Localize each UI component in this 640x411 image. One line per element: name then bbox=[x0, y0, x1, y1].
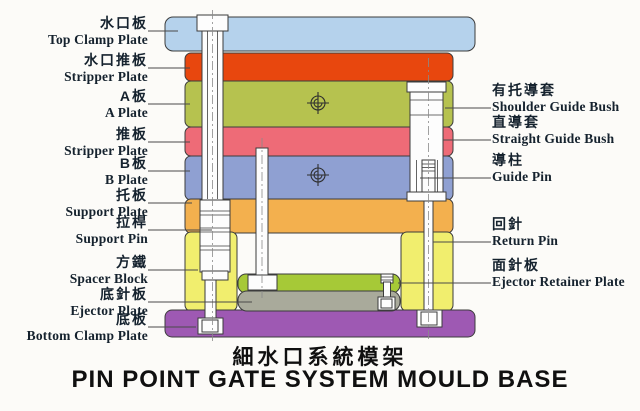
label-zh: A板 bbox=[119, 88, 148, 104]
label-zh: 拉桿 bbox=[116, 214, 148, 230]
label-a-plate: A板 A Plate bbox=[105, 88, 148, 121]
label-spacer-block: 方鐵 Spacer Block bbox=[70, 254, 148, 287]
retainer-screw bbox=[377, 273, 396, 311]
label-ejector-plate: 底針板 Ejector Plate bbox=[70, 286, 148, 319]
label-zh: 面針板 bbox=[492, 257, 540, 273]
diagram-title-zh: 細水口系統模架 bbox=[232, 346, 408, 369]
ejector-plate-shape bbox=[237, 290, 401, 312]
support-pin-assembly bbox=[196, 10, 231, 341]
label-en: A Plate bbox=[104, 105, 148, 120]
label-en: Spacer Block bbox=[69, 271, 148, 286]
label-b-plate: B板 B Plate bbox=[105, 155, 148, 188]
label-return-pin: 回針 Return Pin bbox=[492, 216, 558, 249]
label-en: Bottom Clamp Plate bbox=[26, 328, 148, 343]
label-straight-guide-bush: 直導套 Straight Guide Bush bbox=[492, 114, 614, 147]
label-zh: 有托導套 bbox=[492, 82, 556, 98]
label-zh: 水口板 bbox=[100, 15, 148, 31]
top-clamp-plate-shape bbox=[164, 16, 476, 52]
leader-lines-right bbox=[398, 107, 491, 284]
label-support-plate: 托板 Support Plate bbox=[66, 187, 148, 220]
label-en: Stripper Plate bbox=[64, 143, 148, 158]
label-guide-pin: 導柱 Guide Pin bbox=[492, 152, 552, 185]
label-shoulder-guide-bush: 有托導套 Shoulder Guide Bush bbox=[492, 82, 619, 115]
label-zh: 底板 bbox=[116, 311, 148, 327]
leader-lines-left bbox=[148, 30, 252, 328]
label-en: Ejector Retainer Plate bbox=[492, 274, 625, 289]
label-ejector-retainer-plate: 面針板 Ejector Retainer Plate bbox=[492, 257, 625, 290]
label-en: Support Pin bbox=[75, 231, 148, 246]
label-en: Straight Guide Bush bbox=[492, 131, 615, 146]
support-plate-shape bbox=[184, 198, 454, 234]
hole-symbol-a-plate bbox=[307, 92, 329, 114]
label-zh: 底針板 bbox=[100, 286, 148, 302]
label-zh: B板 bbox=[119, 155, 148, 171]
label-zh: 水口推板 bbox=[84, 52, 148, 68]
ejector-rod bbox=[247, 138, 278, 298]
runner-stripper-plate-shape bbox=[184, 52, 454, 82]
guide-pin-assembly bbox=[406, 58, 447, 341]
label-en: Top Clamp Plate bbox=[47, 32, 148, 47]
diagram-title-en: PIN POINT GATE SYSTEM MOULD BASE bbox=[71, 366, 569, 393]
label-en: Return Pin bbox=[492, 233, 559, 248]
label-en: Ejector Plate bbox=[70, 303, 148, 318]
label-en: Support Plate bbox=[65, 204, 148, 219]
label-zh: 推板 bbox=[116, 126, 148, 142]
label-zh: 導柱 bbox=[492, 152, 524, 168]
label-support-pin: 拉桿 Support Pin bbox=[76, 214, 148, 247]
label-zh: 回針 bbox=[492, 216, 524, 232]
label-zh: 方鐵 bbox=[116, 254, 148, 270]
label-en: Shoulder Guide Bush bbox=[492, 99, 620, 114]
label-en: Stripper Plate bbox=[64, 69, 148, 84]
label-bottom-clamp-plate: 底板 Bottom Clamp Plate bbox=[27, 311, 148, 344]
hole-symbol-b-plate bbox=[307, 164, 329, 186]
label-zh: 直導套 bbox=[492, 114, 540, 130]
label-runner-stripper-plate: 水口推板 Stripper Plate bbox=[64, 52, 148, 85]
label-zh: 托板 bbox=[116, 187, 148, 203]
label-stripper-plate: 推板 Stripper Plate bbox=[64, 126, 148, 159]
label-en: Guide Pin bbox=[492, 169, 552, 184]
label-en: B Plate bbox=[104, 172, 148, 187]
label-top-clamp-plate: 水口板 Top Clamp Plate bbox=[48, 15, 148, 48]
